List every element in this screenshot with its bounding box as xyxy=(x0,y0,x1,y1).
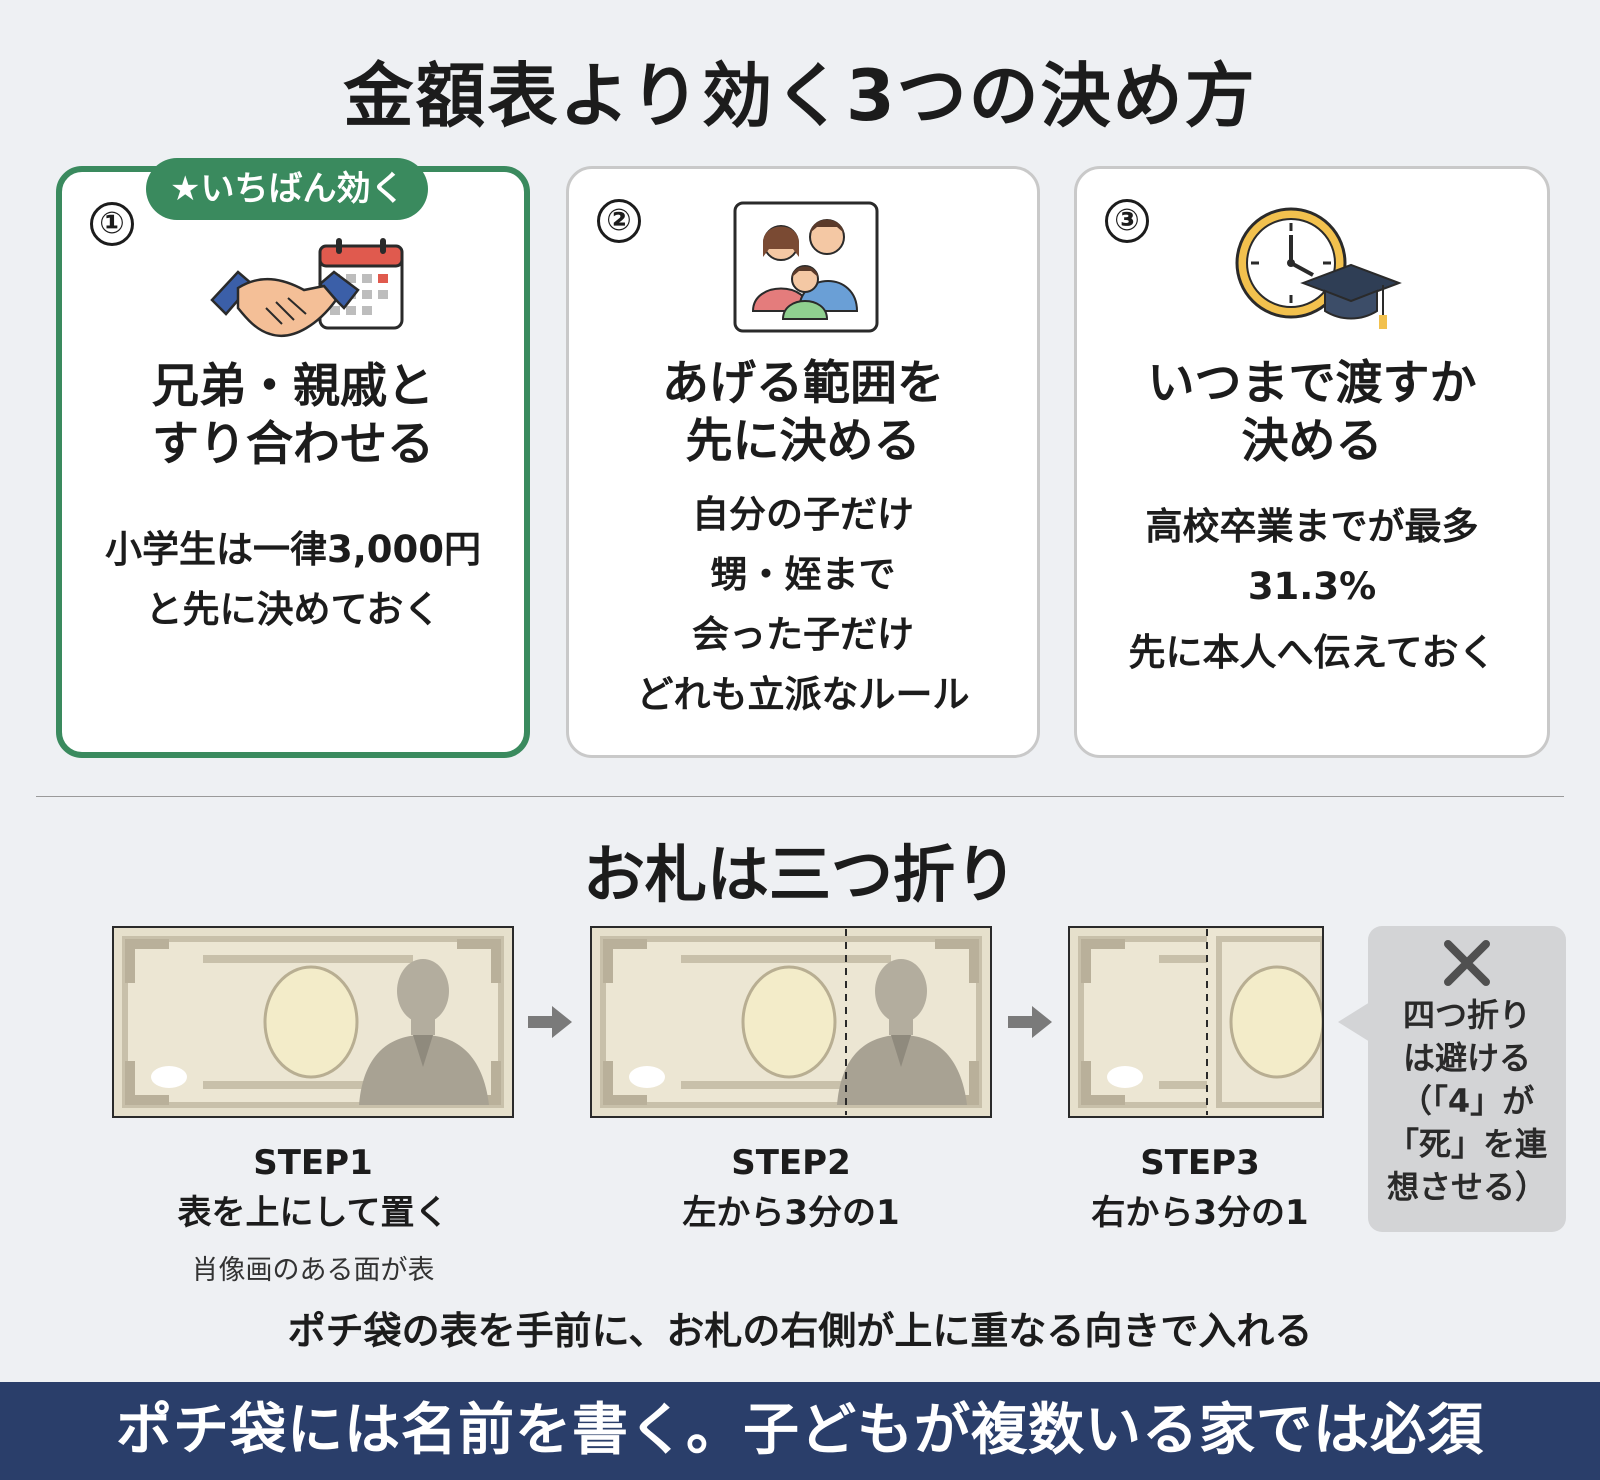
cross-icon xyxy=(1444,940,1490,986)
step1-sub: 肖像画のある面が表 xyxy=(191,1255,435,1286)
fold-section-title: お札は三つ折り xyxy=(582,838,1017,911)
arrow-right-icon xyxy=(1008,1006,1052,1038)
main-title: 金額表より効く3つの決め方 xyxy=(343,55,1257,137)
banknote-step1 xyxy=(112,926,514,1118)
card-number: ③ xyxy=(1105,199,1149,243)
card-coordinate-with-relatives: ① ★いちばん効く 兄弟・親戚と すり合わせる 小学生は一律3,000円 と先に… xyxy=(56,158,530,758)
card-number: ① xyxy=(90,202,134,246)
banknote-step3 xyxy=(1068,926,1324,1118)
card-body: 小学生は一律3,000円 と先に決めておく xyxy=(104,528,482,631)
handshake-calendar-icon xyxy=(210,238,404,337)
warning-text: 四つ折り は避ける （「4」が 「死」を連 想させる） xyxy=(1386,996,1547,1206)
step1-label: STEP1 表を上にして置く xyxy=(177,1143,449,1233)
card-title: いつまで渡すか 決める xyxy=(1147,356,1477,469)
banknote-step2 xyxy=(590,926,992,1118)
clock-graduation-cap-icon xyxy=(1235,207,1402,329)
footer-banner: ポチ袋には名前を書く。子どもが複数いる家では必須 xyxy=(0,1382,1600,1480)
card-decide-scope: ② あげる範囲を 先に決める 自分の子だけ 甥・姪まで 会った子だけ どれも立派… xyxy=(566,166,1040,758)
section-divider xyxy=(36,796,1564,797)
callout-pointer xyxy=(1338,1002,1370,1042)
most-effective-badge: ★いちばん効く xyxy=(146,158,429,220)
card-title: あげる範囲を 先に決める xyxy=(662,356,944,469)
card-decide-until-when: ③ いつまで渡すか 決める 高校卒業までが最多 31.3% 先に本人へ伝えておく xyxy=(1074,166,1550,758)
card-number: ② xyxy=(597,199,641,243)
card-body: 高校卒業までが最多 31.3% 先に本人へ伝えておく xyxy=(1128,505,1496,674)
step3-label: STEP3 右から3分の1 xyxy=(1091,1143,1309,1233)
card-title: 兄弟・親戚と すり合わせる xyxy=(152,359,434,472)
arrow-right-icon xyxy=(528,1006,572,1038)
card-body: 自分の子だけ 甥・姪まで 会った子だけ どれも立派なルール xyxy=(636,493,970,716)
envelope-insert-note: ポチ袋の表を手前に、お札の右側が上に重なる向きで入れる xyxy=(287,1309,1313,1353)
family-icon xyxy=(733,201,879,333)
warning-box: 四つ折り は避ける （「4」が 「死」を連 想させる） xyxy=(1368,926,1566,1232)
step2-label: STEP2 左から3分の1 xyxy=(682,1143,900,1233)
